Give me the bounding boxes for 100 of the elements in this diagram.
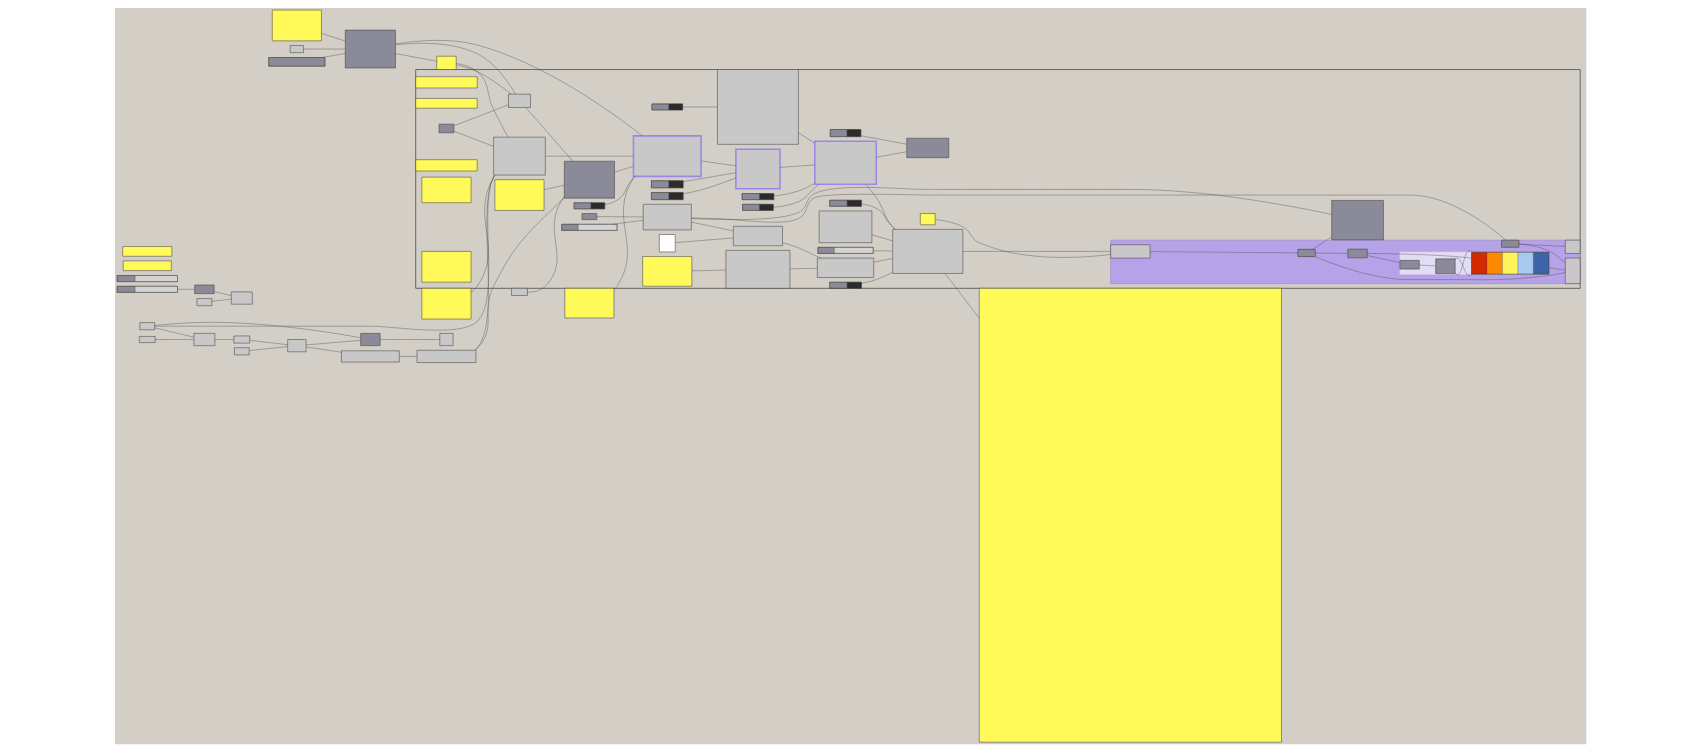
connector bbox=[394, 40, 642, 137]
node-box bbox=[416, 350, 476, 363]
node-box bbox=[421, 288, 471, 320]
connector bbox=[865, 184, 895, 230]
connector bbox=[674, 237, 734, 243]
node-box bbox=[138, 336, 155, 343]
node-box bbox=[1434, 258, 1455, 274]
node-box bbox=[344, 29, 396, 69]
node-box bbox=[734, 148, 781, 190]
connector bbox=[871, 234, 893, 242]
connector bbox=[1548, 267, 1565, 271]
connector bbox=[682, 172, 736, 182]
connector bbox=[612, 220, 643, 225]
connector bbox=[691, 269, 726, 272]
connector bbox=[249, 340, 288, 345]
node-box bbox=[286, 339, 306, 353]
connector bbox=[773, 183, 815, 197]
connector bbox=[321, 53, 345, 58]
connector bbox=[873, 258, 893, 263]
node-box bbox=[978, 288, 1282, 743]
connector bbox=[772, 184, 819, 208]
node-box bbox=[891, 229, 963, 274]
node-box bbox=[233, 335, 250, 344]
connector bbox=[1314, 252, 1348, 254]
connector bbox=[872, 250, 893, 252]
node-box bbox=[230, 291, 253, 305]
connector bbox=[1314, 256, 1565, 280]
node-box bbox=[414, 98, 477, 109]
node-box bbox=[732, 226, 783, 247]
node-box bbox=[340, 350, 400, 363]
node-box bbox=[906, 137, 949, 158]
node-box bbox=[414, 76, 477, 89]
node-box bbox=[359, 333, 380, 346]
connector bbox=[779, 164, 815, 168]
node-box bbox=[919, 213, 935, 226]
node-box bbox=[196, 298, 212, 306]
node-box bbox=[1109, 244, 1150, 259]
connector bbox=[453, 104, 508, 126]
node-box bbox=[581, 213, 597, 220]
connector bbox=[1453, 257, 1472, 276]
connector bbox=[213, 291, 231, 296]
node-box bbox=[421, 176, 471, 203]
node-box bbox=[494, 179, 544, 211]
node-box bbox=[233, 347, 249, 356]
node-box bbox=[139, 322, 155, 331]
node-box bbox=[1330, 200, 1384, 241]
connector bbox=[526, 196, 564, 293]
connector bbox=[455, 63, 508, 138]
node-box bbox=[813, 140, 877, 186]
connector bbox=[1454, 250, 1472, 275]
node-box bbox=[658, 234, 675, 253]
node-box bbox=[421, 251, 471, 283]
connector bbox=[962, 251, 1111, 252]
connector bbox=[1149, 251, 1298, 254]
connector bbox=[525, 107, 573, 162]
connector bbox=[604, 176, 635, 205]
connector bbox=[789, 268, 817, 269]
connector bbox=[394, 53, 437, 62]
node-box bbox=[289, 45, 304, 53]
connector bbox=[305, 346, 342, 353]
node-box bbox=[816, 257, 874, 278]
connector bbox=[875, 151, 907, 158]
connector bbox=[214, 339, 234, 340]
node-box bbox=[641, 256, 692, 287]
connector bbox=[782, 242, 821, 259]
connector bbox=[613, 176, 635, 291]
node-box bbox=[563, 161, 615, 199]
node-box bbox=[193, 333, 215, 346]
node-box bbox=[122, 260, 172, 271]
connector bbox=[305, 340, 361, 346]
connector bbox=[682, 177, 736, 195]
connector bbox=[860, 135, 907, 145]
connector bbox=[543, 185, 564, 190]
connector bbox=[154, 322, 361, 338]
connector bbox=[154, 175, 495, 331]
connector bbox=[860, 203, 896, 230]
node-box bbox=[510, 288, 528, 296]
node-box bbox=[1564, 257, 1580, 284]
connector bbox=[176, 289, 195, 290]
connector bbox=[211, 298, 231, 302]
connector bbox=[1311, 236, 1332, 250]
node-box bbox=[632, 135, 702, 178]
node-box bbox=[564, 288, 614, 319]
node-box bbox=[507, 93, 531, 108]
connector bbox=[860, 272, 893, 284]
node-box bbox=[818, 210, 872, 243]
connector bbox=[154, 339, 194, 340]
connector bbox=[154, 327, 194, 338]
connector bbox=[613, 166, 634, 173]
node-box bbox=[1347, 248, 1368, 259]
node-box bbox=[1564, 239, 1580, 254]
connector bbox=[1366, 253, 1472, 259]
connector bbox=[690, 221, 733, 232]
node-box bbox=[414, 159, 477, 172]
node-box bbox=[193, 284, 214, 294]
connector bbox=[394, 43, 516, 95]
connector bbox=[797, 132, 815, 144]
connector bbox=[398, 356, 417, 357]
connector bbox=[1518, 243, 1565, 264]
connector bbox=[690, 187, 1332, 220]
